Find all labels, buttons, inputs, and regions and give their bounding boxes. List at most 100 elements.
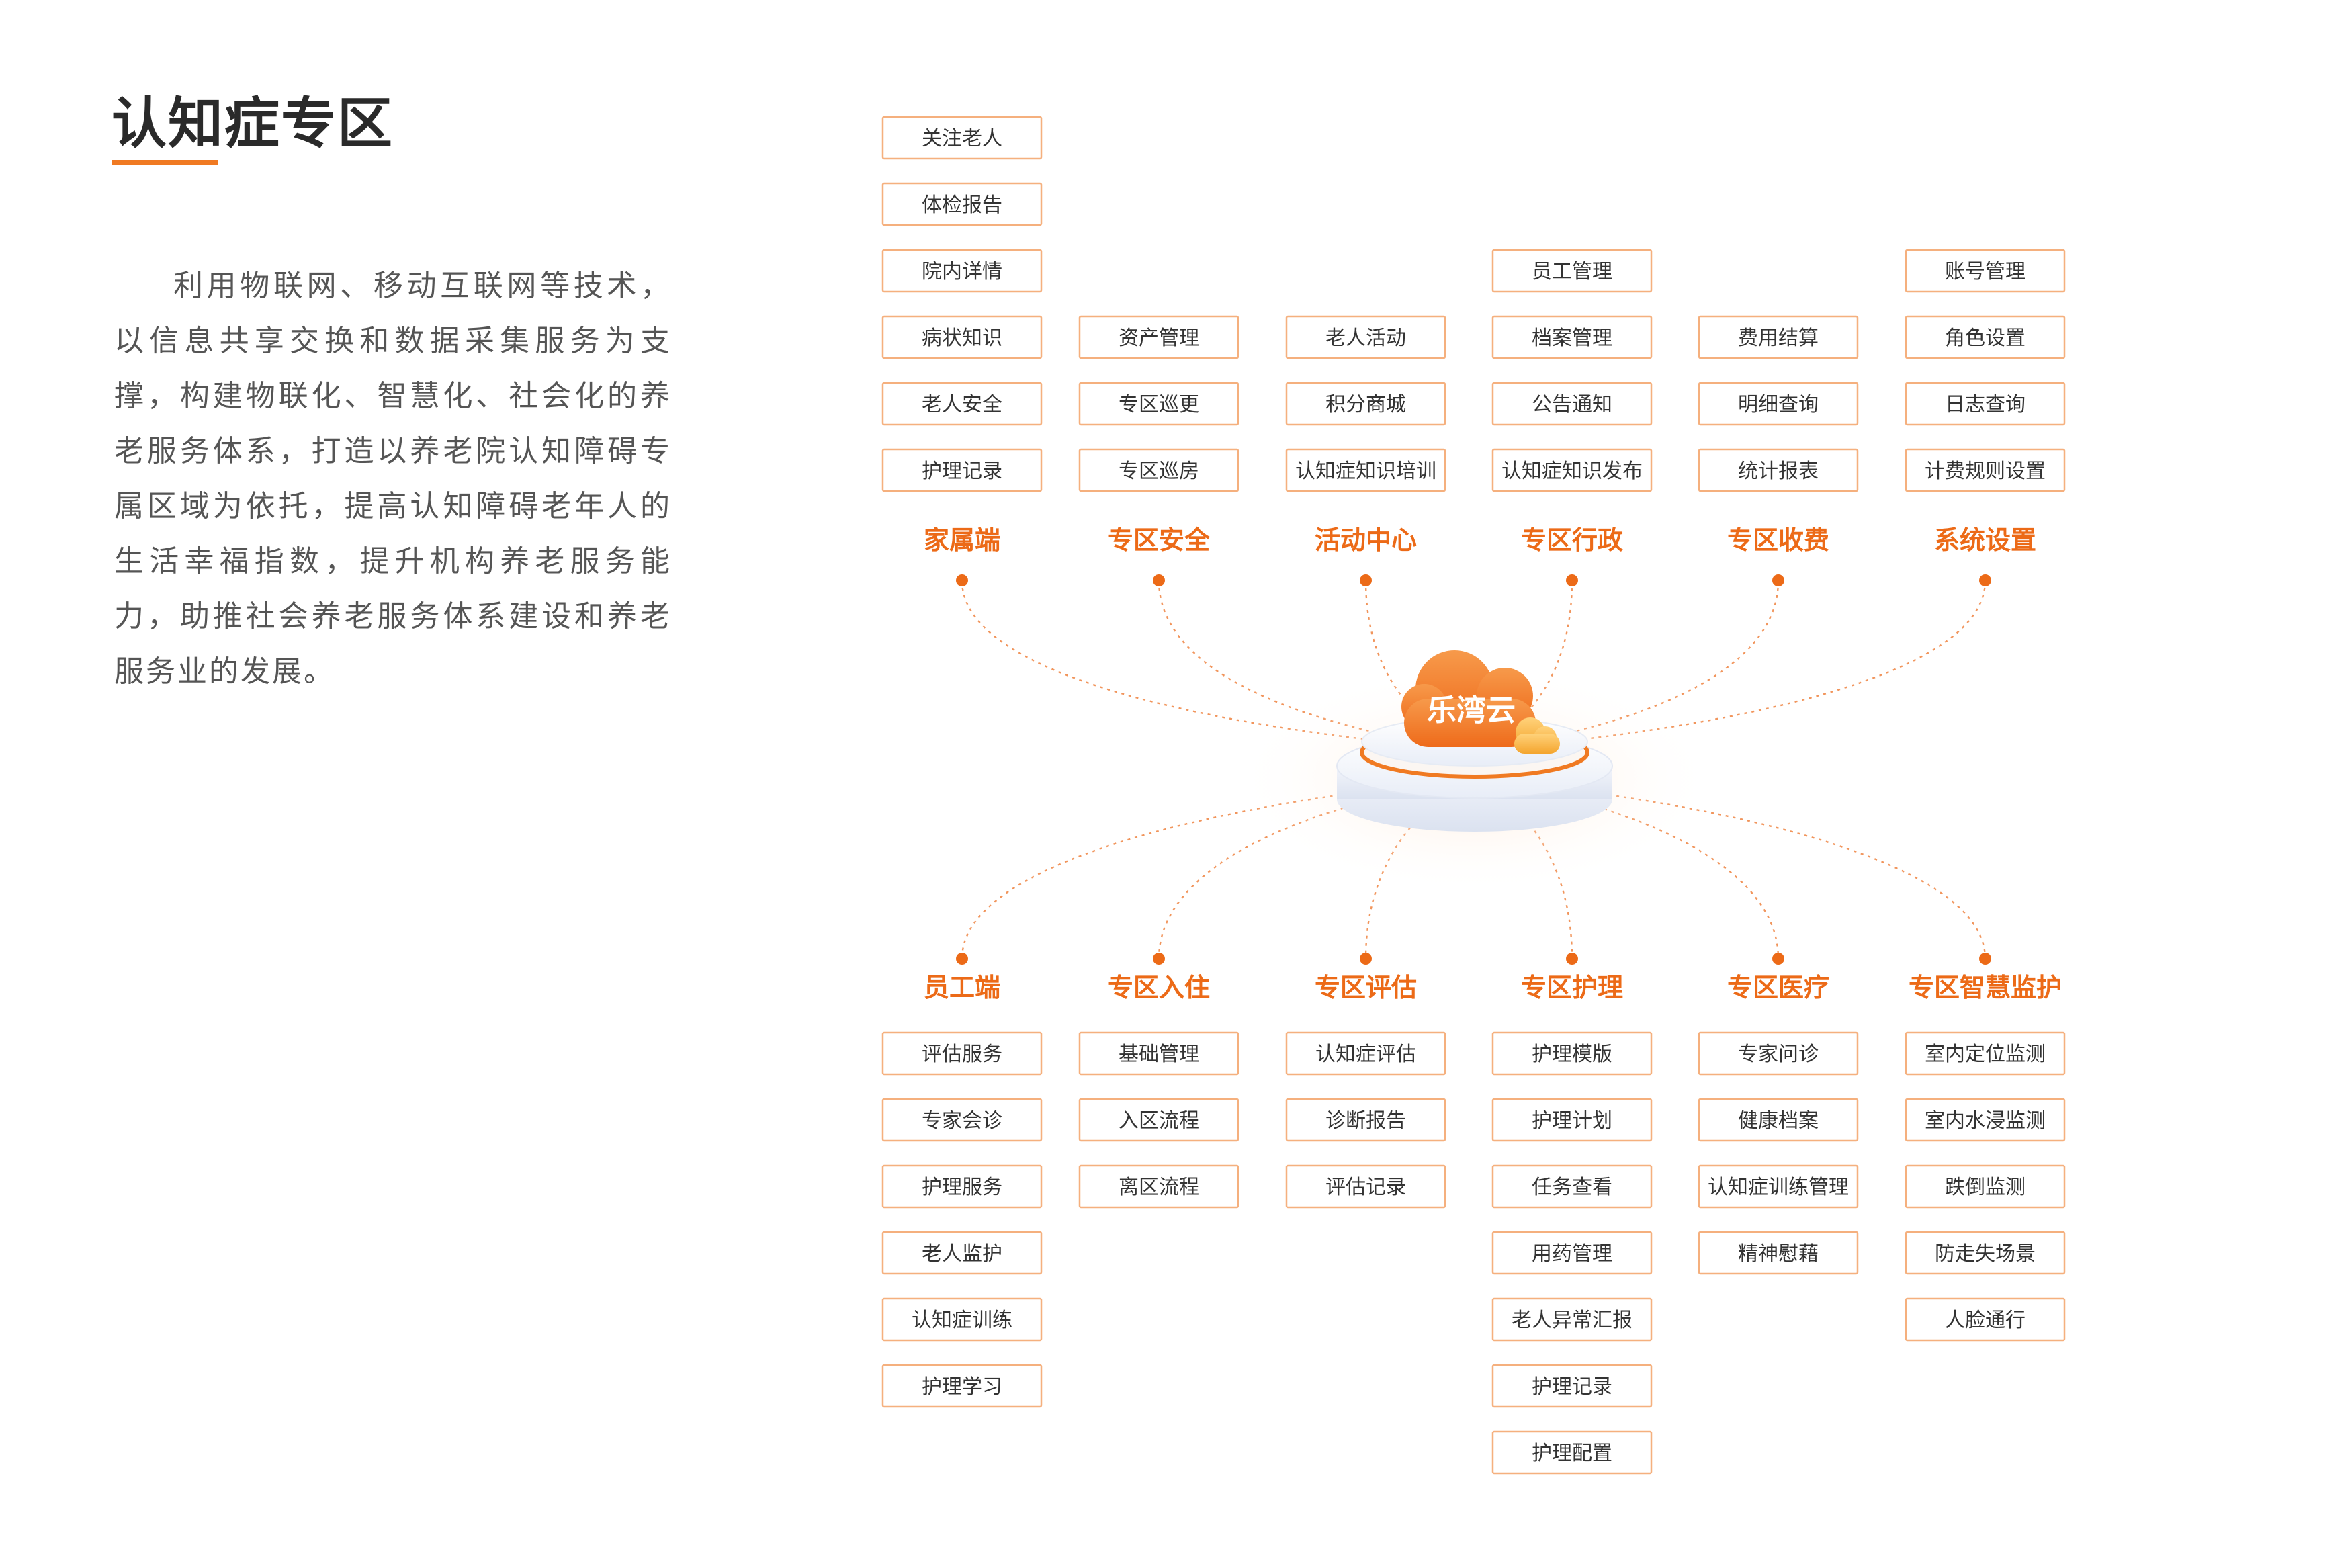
category-label: 专区评估 bbox=[1315, 973, 1417, 1002]
module-item-label: 护理模版 bbox=[1532, 1043, 1612, 1066]
module-item: 护理记录 bbox=[881, 448, 1043, 492]
connection-line bbox=[1536, 580, 1987, 746]
connector-dot bbox=[1979, 953, 1991, 965]
cloud-platform-hub: 乐湾云 bbox=[1233, 650, 1716, 894]
category-label: 专区护理 bbox=[1521, 973, 1623, 1002]
module-item-label: 资产管理 bbox=[1119, 326, 1199, 350]
module-item: 任务查看 bbox=[1491, 1164, 1653, 1209]
module-item: 评估服务 bbox=[881, 1031, 1043, 1076]
module-item: 统计报表 bbox=[1698, 448, 1859, 492]
module-item-label: 老人活动 bbox=[1325, 326, 1406, 350]
module-item-label: 老人监护 bbox=[922, 1242, 1002, 1266]
module-item-label: 计费规则设置 bbox=[1925, 460, 2046, 483]
category-label: 员工端 bbox=[924, 973, 1000, 1002]
module-item: 员工管理 bbox=[1491, 249, 1653, 293]
module-item-label: 统计报表 bbox=[1738, 460, 1819, 483]
module-item: 护理记录 bbox=[1491, 1364, 1653, 1408]
module-item-label: 认知症知识发布 bbox=[1501, 460, 1643, 483]
title-underline bbox=[112, 160, 218, 165]
module-item: 账号管理 bbox=[1905, 249, 2066, 293]
connector-dot bbox=[1360, 953, 1372, 965]
connector-dot bbox=[1360, 574, 1372, 586]
module-item-label: 评估服务 bbox=[922, 1043, 1002, 1066]
module-item-label: 院内详情 bbox=[922, 260, 1002, 284]
module-item-label: 明细查询 bbox=[1738, 393, 1819, 417]
category-label: 专区收费 bbox=[1727, 525, 1829, 555]
module-item-label: 评估记录 bbox=[1325, 1176, 1406, 1199]
category-label: 家属端 bbox=[924, 525, 1000, 555]
module-item: 专区巡更 bbox=[1078, 382, 1239, 426]
module-item-label: 公告通知 bbox=[1532, 393, 1612, 417]
module-item: 护理计划 bbox=[1491, 1098, 1653, 1142]
module-item-label: 精神慰藉 bbox=[1738, 1242, 1819, 1266]
module-item-label: 老人安全 bbox=[922, 393, 1002, 417]
module-item-label: 专区巡更 bbox=[1119, 393, 1199, 417]
module-item: 公告通知 bbox=[1491, 382, 1653, 426]
module-item: 用药管理 bbox=[1491, 1231, 1653, 1275]
module-item-label: 员工管理 bbox=[1532, 260, 1612, 284]
cloud-icon bbox=[1401, 650, 1536, 747]
module-item: 老人异常汇报 bbox=[1491, 1297, 1653, 1342]
module-item: 离区流程 bbox=[1078, 1164, 1239, 1209]
module-item-label: 护理计划 bbox=[1532, 1109, 1612, 1133]
connector-dot bbox=[956, 953, 968, 965]
module-item-label: 认知症训练 bbox=[912, 1309, 1012, 1332]
connector-dot bbox=[1153, 953, 1165, 965]
module-item-label: 档案管理 bbox=[1532, 326, 1612, 350]
module-item: 人脸通行 bbox=[1905, 1297, 2066, 1342]
module-item: 认知症评估 bbox=[1285, 1031, 1446, 1076]
module-item-label: 日志查询 bbox=[1945, 393, 2026, 417]
module-item-label: 诊断报告 bbox=[1325, 1109, 1406, 1133]
module-item-label: 费用结算 bbox=[1738, 326, 1819, 350]
connector-dot bbox=[1979, 574, 1991, 586]
category-label: 专区医疗 bbox=[1727, 973, 1829, 1002]
module-item-label: 护理学习 bbox=[922, 1375, 1002, 1399]
connector-dot bbox=[1772, 574, 1784, 586]
module-item: 老人活动 bbox=[1285, 315, 1446, 359]
module-item: 专家会诊 bbox=[881, 1098, 1043, 1142]
module-item-label: 防走失场景 bbox=[1935, 1242, 2036, 1266]
module-item-label: 护理记录 bbox=[1532, 1375, 1612, 1399]
module-item-label: 角色设置 bbox=[1945, 326, 2026, 350]
module-item: 院内详情 bbox=[881, 249, 1043, 293]
connector-dot bbox=[1566, 574, 1578, 586]
category-label: 专区行政 bbox=[1521, 525, 1623, 555]
module-item-label: 室内水浸监测 bbox=[1925, 1109, 2046, 1133]
module-item: 认知症知识培训 bbox=[1285, 448, 1446, 492]
module-item: 明细查询 bbox=[1698, 382, 1859, 426]
module-item: 档案管理 bbox=[1491, 315, 1653, 359]
module-item-label: 护理服务 bbox=[922, 1176, 1002, 1199]
module-item-label: 人脸通行 bbox=[1945, 1309, 2026, 1332]
module-item-label: 认知症训练管理 bbox=[1708, 1176, 1849, 1199]
module-item-label: 关注老人 bbox=[922, 127, 1002, 150]
module-item: 精神慰藉 bbox=[1698, 1231, 1859, 1275]
module-item-label: 室内定位监测 bbox=[1925, 1043, 2046, 1066]
module-item: 跌倒监测 bbox=[1905, 1164, 2066, 1209]
module-item-label: 护理配置 bbox=[1532, 1442, 1612, 1465]
connection-line bbox=[961, 580, 1413, 746]
module-item: 计费规则设置 bbox=[1905, 448, 2066, 492]
module-item-label: 账号管理 bbox=[1945, 260, 2026, 284]
bottom-categories: 员工端评估服务专家会诊护理服务老人监护认知症训练护理学习专区入住基础管理入区流程… bbox=[881, 953, 2066, 1475]
module-item: 积分商城 bbox=[1285, 382, 1446, 426]
module-item-label: 老人异常汇报 bbox=[1512, 1309, 1632, 1332]
module-item-label: 用药管理 bbox=[1532, 1242, 1612, 1266]
module-item: 护理服务 bbox=[881, 1164, 1043, 1209]
module-item: 病状知识 bbox=[881, 315, 1043, 359]
module-item: 入区流程 bbox=[1078, 1098, 1239, 1142]
module-item: 认知症训练 bbox=[881, 1297, 1043, 1342]
connection-line bbox=[1485, 580, 1573, 746]
module-item: 护理模版 bbox=[1491, 1031, 1653, 1076]
connector-dot bbox=[1772, 953, 1784, 965]
center-label: 乐湾云 bbox=[1427, 693, 1516, 728]
